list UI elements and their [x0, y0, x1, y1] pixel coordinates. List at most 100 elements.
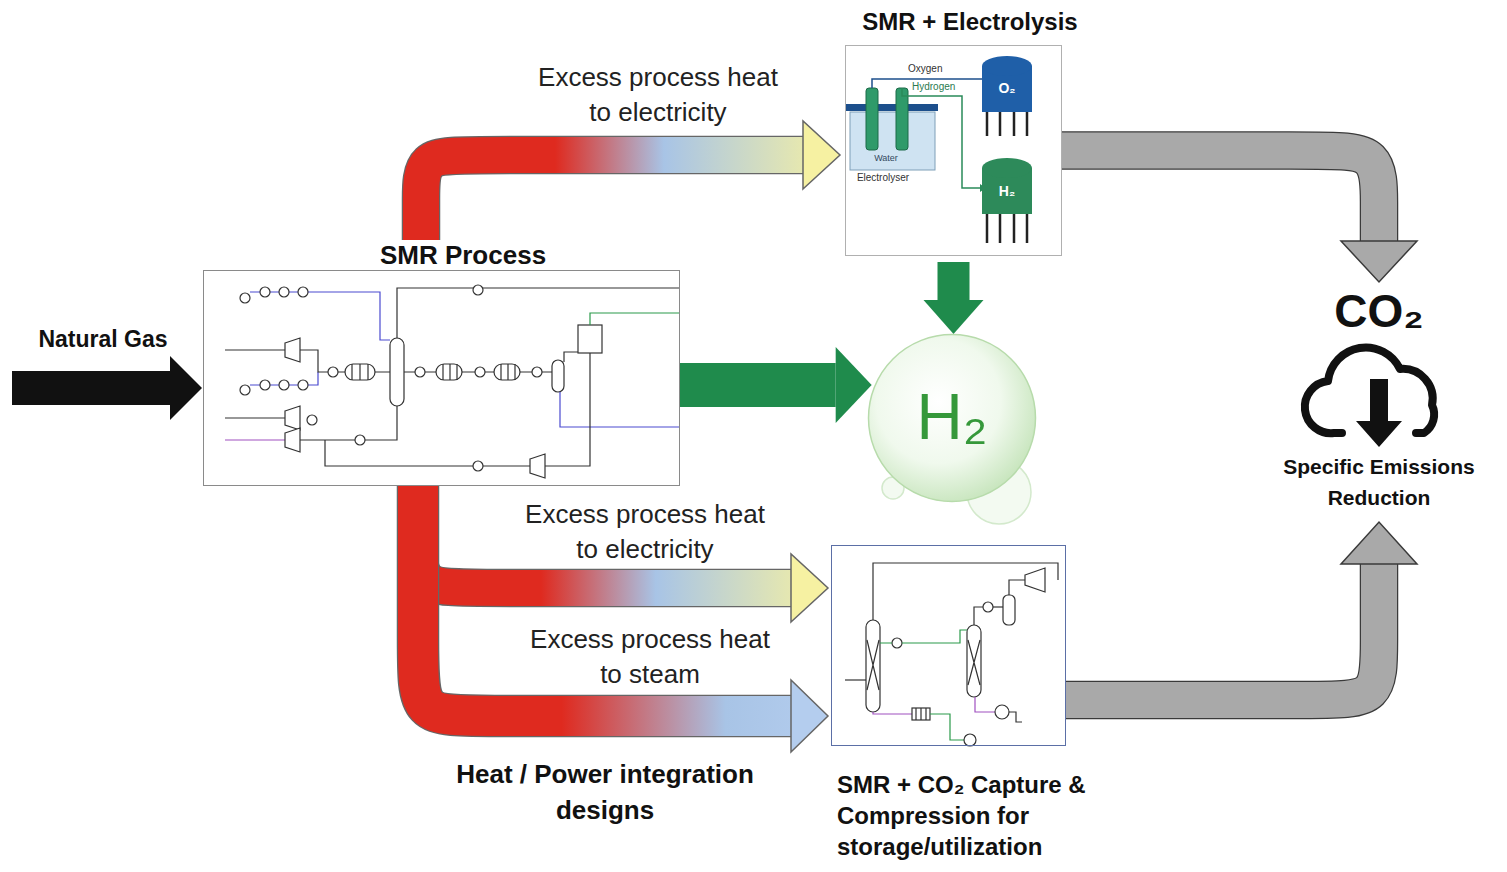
smr-flowsheet-part [545, 353, 590, 466]
smr-flowsheet-part [325, 440, 530, 466]
capture-flowsheet-part [892, 638, 902, 648]
product-label: H₂ [867, 377, 1037, 457]
box-outline [831, 545, 1066, 746]
smr-flowsheet-part [285, 406, 300, 430]
smr-flowsheet-part [260, 287, 270, 297]
smr-flowsheet-part [564, 352, 578, 362]
smr-flowsheet-part [436, 364, 462, 380]
arrow-outline [1062, 151, 1379, 242]
smr-flowsheet-part [475, 367, 485, 377]
smr-flowsheet-part [578, 325, 602, 353]
smr-flowsheet-part [560, 392, 680, 427]
feed-arrow [12, 356, 202, 420]
smr-flowsheet-part [279, 380, 289, 390]
smr-flowsheet-part [260, 380, 270, 390]
smr-flowsheet-part [225, 417, 285, 418]
stream-label: Hydrogen [912, 81, 970, 93]
smr-flowsheet-part [240, 385, 250, 395]
smr-flowsheet-part [328, 367, 338, 377]
arrow-head [1341, 241, 1417, 282]
electrolyser-illustration-part [902, 88, 980, 188]
feed-label: Natural Gas [18, 324, 188, 354]
box-heading: SMR + Electrolysis [835, 6, 1105, 38]
smr-flowsheet-part [250, 292, 390, 340]
arrow-band [1066, 564, 1379, 700]
arrow-head [791, 554, 828, 622]
smr-flowsheet-part [590, 313, 680, 325]
smr-flowsheet-part [352, 364, 368, 380]
electrolyser-illustration-part [896, 88, 908, 150]
process-box: SMR + CO₂ Capture & Compression for stor… [831, 545, 1151, 867]
arrow-head [836, 347, 872, 423]
smr-flowsheet-part [473, 285, 483, 295]
arrow-band [418, 486, 791, 588]
capture-flowsheet-part [916, 708, 926, 720]
smr-flowsheet-part [397, 288, 680, 338]
arrow-head [803, 121, 840, 189]
flow-arrow [1062, 151, 1417, 283]
flow-arrow [1066, 522, 1417, 700]
capture-flowsheet-part [912, 708, 930, 720]
equipment-label: Electrolyser [846, 172, 920, 184]
arrow-band [418, 486, 791, 716]
electrolyser-illustration-part [846, 104, 938, 111]
smr-flowsheet-part [473, 461, 483, 471]
flow-arrow [418, 486, 828, 752]
capture-flowsheet [845, 563, 1058, 760]
smr-flowsheet-part [494, 364, 520, 380]
smr-flowsheet-part [298, 287, 308, 297]
electrolyser-illustration-part [982, 158, 1032, 178]
smr-flowsheet-part [300, 350, 390, 372]
capture-flowsheet-part [930, 714, 964, 740]
smr-flowsheet-part [443, 364, 457, 380]
smr-flowsheet-part [532, 367, 542, 377]
smr-flowsheet-part [279, 287, 289, 297]
emissions-icon: CO₂Specific Emissions Reduction [1256, 285, 1502, 518]
down-arrow-icon [1356, 379, 1402, 447]
design-label: Heat / Power integration designs [450, 756, 760, 828]
capture-flowsheet-part [995, 705, 1009, 719]
box-heading: SMR Process [343, 240, 583, 270]
smr-flowsheet-part [501, 364, 515, 380]
feed-arrow-part [12, 356, 202, 420]
capture-flowsheet-part [867, 640, 879, 690]
box-heading: SMR + CO₂ Capture & Compression for stor… [837, 769, 1151, 862]
capture-flowsheet-part [1009, 712, 1022, 722]
flow-arrow [924, 262, 984, 334]
smr-flowsheet-part [552, 360, 564, 392]
smr-flowsheet-part [307, 415, 317, 425]
arrow-head [1341, 522, 1417, 564]
arrow-head [924, 300, 984, 334]
arrow-band [938, 262, 970, 300]
smr-flowsheet-part [390, 338, 404, 406]
cloud-icon [1256, 335, 1502, 450]
flow-arrow [421, 121, 840, 240]
smr-flowsheet-part [300, 406, 397, 440]
process-box: SMR + Electrolysis [835, 6, 1105, 256]
electrolyser-illustration-part [982, 56, 1032, 76]
flow-arrow [680, 347, 872, 423]
tank-label: H₂ [982, 182, 1032, 200]
capture-flowsheet-part [1009, 580, 1025, 595]
capture-flowsheet-part [873, 563, 1058, 620]
capture-flowsheet-part [845, 679, 866, 680]
smr-flowsheet-part [345, 364, 375, 380]
arrow-outline [418, 486, 791, 588]
capture-flowsheet-part [1025, 568, 1045, 592]
arrow-outline [421, 155, 803, 240]
smr-flowsheet [225, 285, 680, 478]
connector-label: Excess process heat to electricity [516, 497, 774, 567]
arrow-band [680, 363, 836, 407]
box-outline [845, 45, 1062, 256]
electrolyser-illustration [846, 56, 1032, 243]
product-bubble: H₂ [867, 333, 1037, 503]
capture-flowsheet-part [880, 630, 967, 643]
capture-flowsheet-part [974, 607, 983, 625]
smr-flowsheet-part [225, 349, 285, 350]
flow-arrow [418, 486, 828, 622]
capture-flowsheet-part [873, 712, 912, 714]
electrolyser-illustration-part [850, 112, 935, 170]
